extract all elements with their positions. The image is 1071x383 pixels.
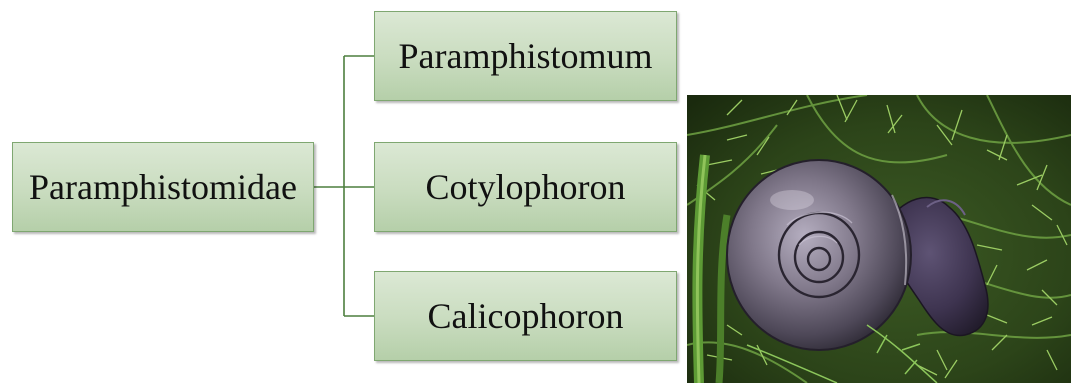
family-node-paramphistomidae: Paramphistomidae (12, 142, 314, 232)
genus-node-label: Calicophoron (428, 295, 624, 337)
genus-node-paramphistomum: Paramphistomum (374, 11, 677, 101)
genus-node-calicophoron: Calicophoron (374, 271, 677, 361)
snail-photo (687, 95, 1071, 383)
genus-node-cotylophoron: Cotylophoron (374, 142, 677, 232)
genus-node-label: Paramphistomum (399, 35, 653, 77)
genus-node-label: Cotylophoron (425, 166, 625, 208)
family-node-label: Paramphistomidae (29, 166, 297, 208)
